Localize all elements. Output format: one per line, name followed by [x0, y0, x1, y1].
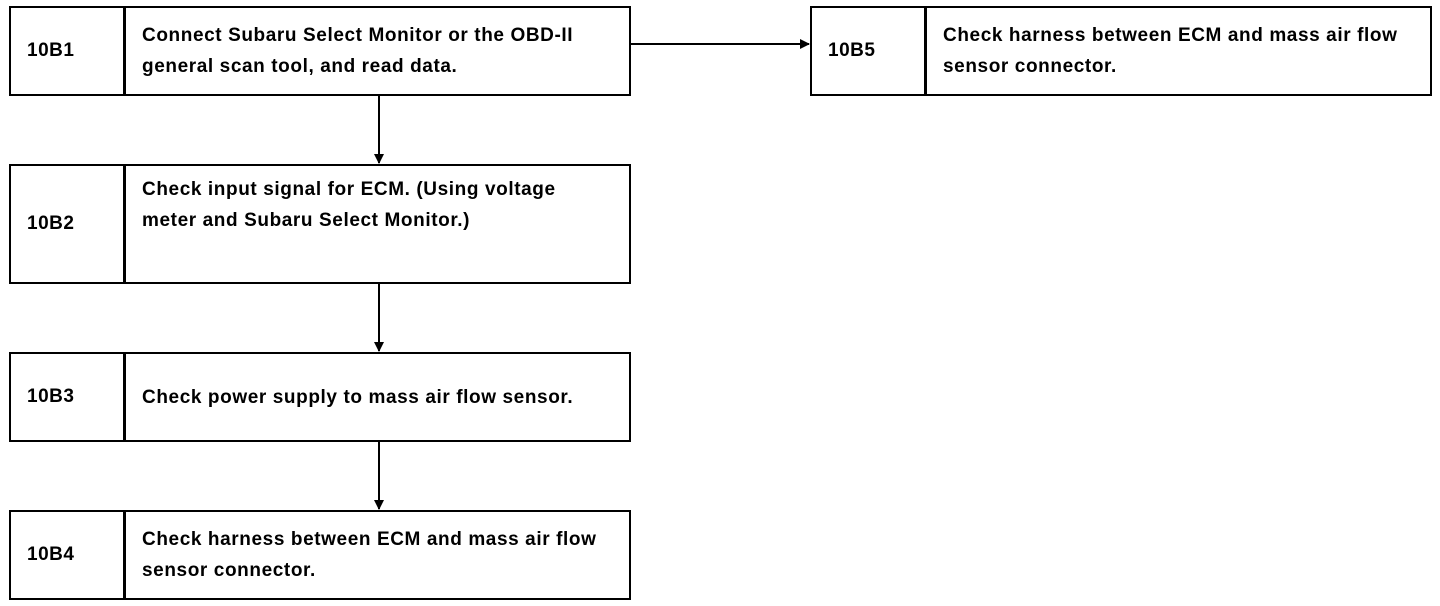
step-description: Check harness between ECM and mass air f…: [142, 529, 597, 581]
step-description: Connect Subaru Select Monitor or the OBD…: [142, 25, 574, 77]
step-description: Check harness between ECM and mass air f…: [943, 25, 1398, 77]
step-10b4: 10B4 Check harness between ECM and mass …: [9, 510, 631, 600]
step-id: 10B1: [11, 8, 126, 94]
step-description: Check power supply to mass air flow sens…: [142, 386, 574, 408]
step-id: 10B5: [812, 8, 927, 94]
step-id: 10B4: [11, 512, 126, 598]
step-id: 10B3: [11, 354, 126, 440]
step-10b3: 10B3 Check power supply to mass air flow…: [9, 352, 631, 442]
step-10b1: 10B1 Connect Subaru Select Monitor or th…: [9, 6, 631, 96]
step-id: 10B2: [11, 166, 126, 282]
step-10b5: 10B5 Check harness between ECM and mass …: [810, 6, 1432, 96]
step-10b2: 10B2 Check input signal for ECM. (Using …: [9, 164, 631, 284]
step-description: Check input signal for ECM. (Using volta…: [142, 179, 556, 231]
